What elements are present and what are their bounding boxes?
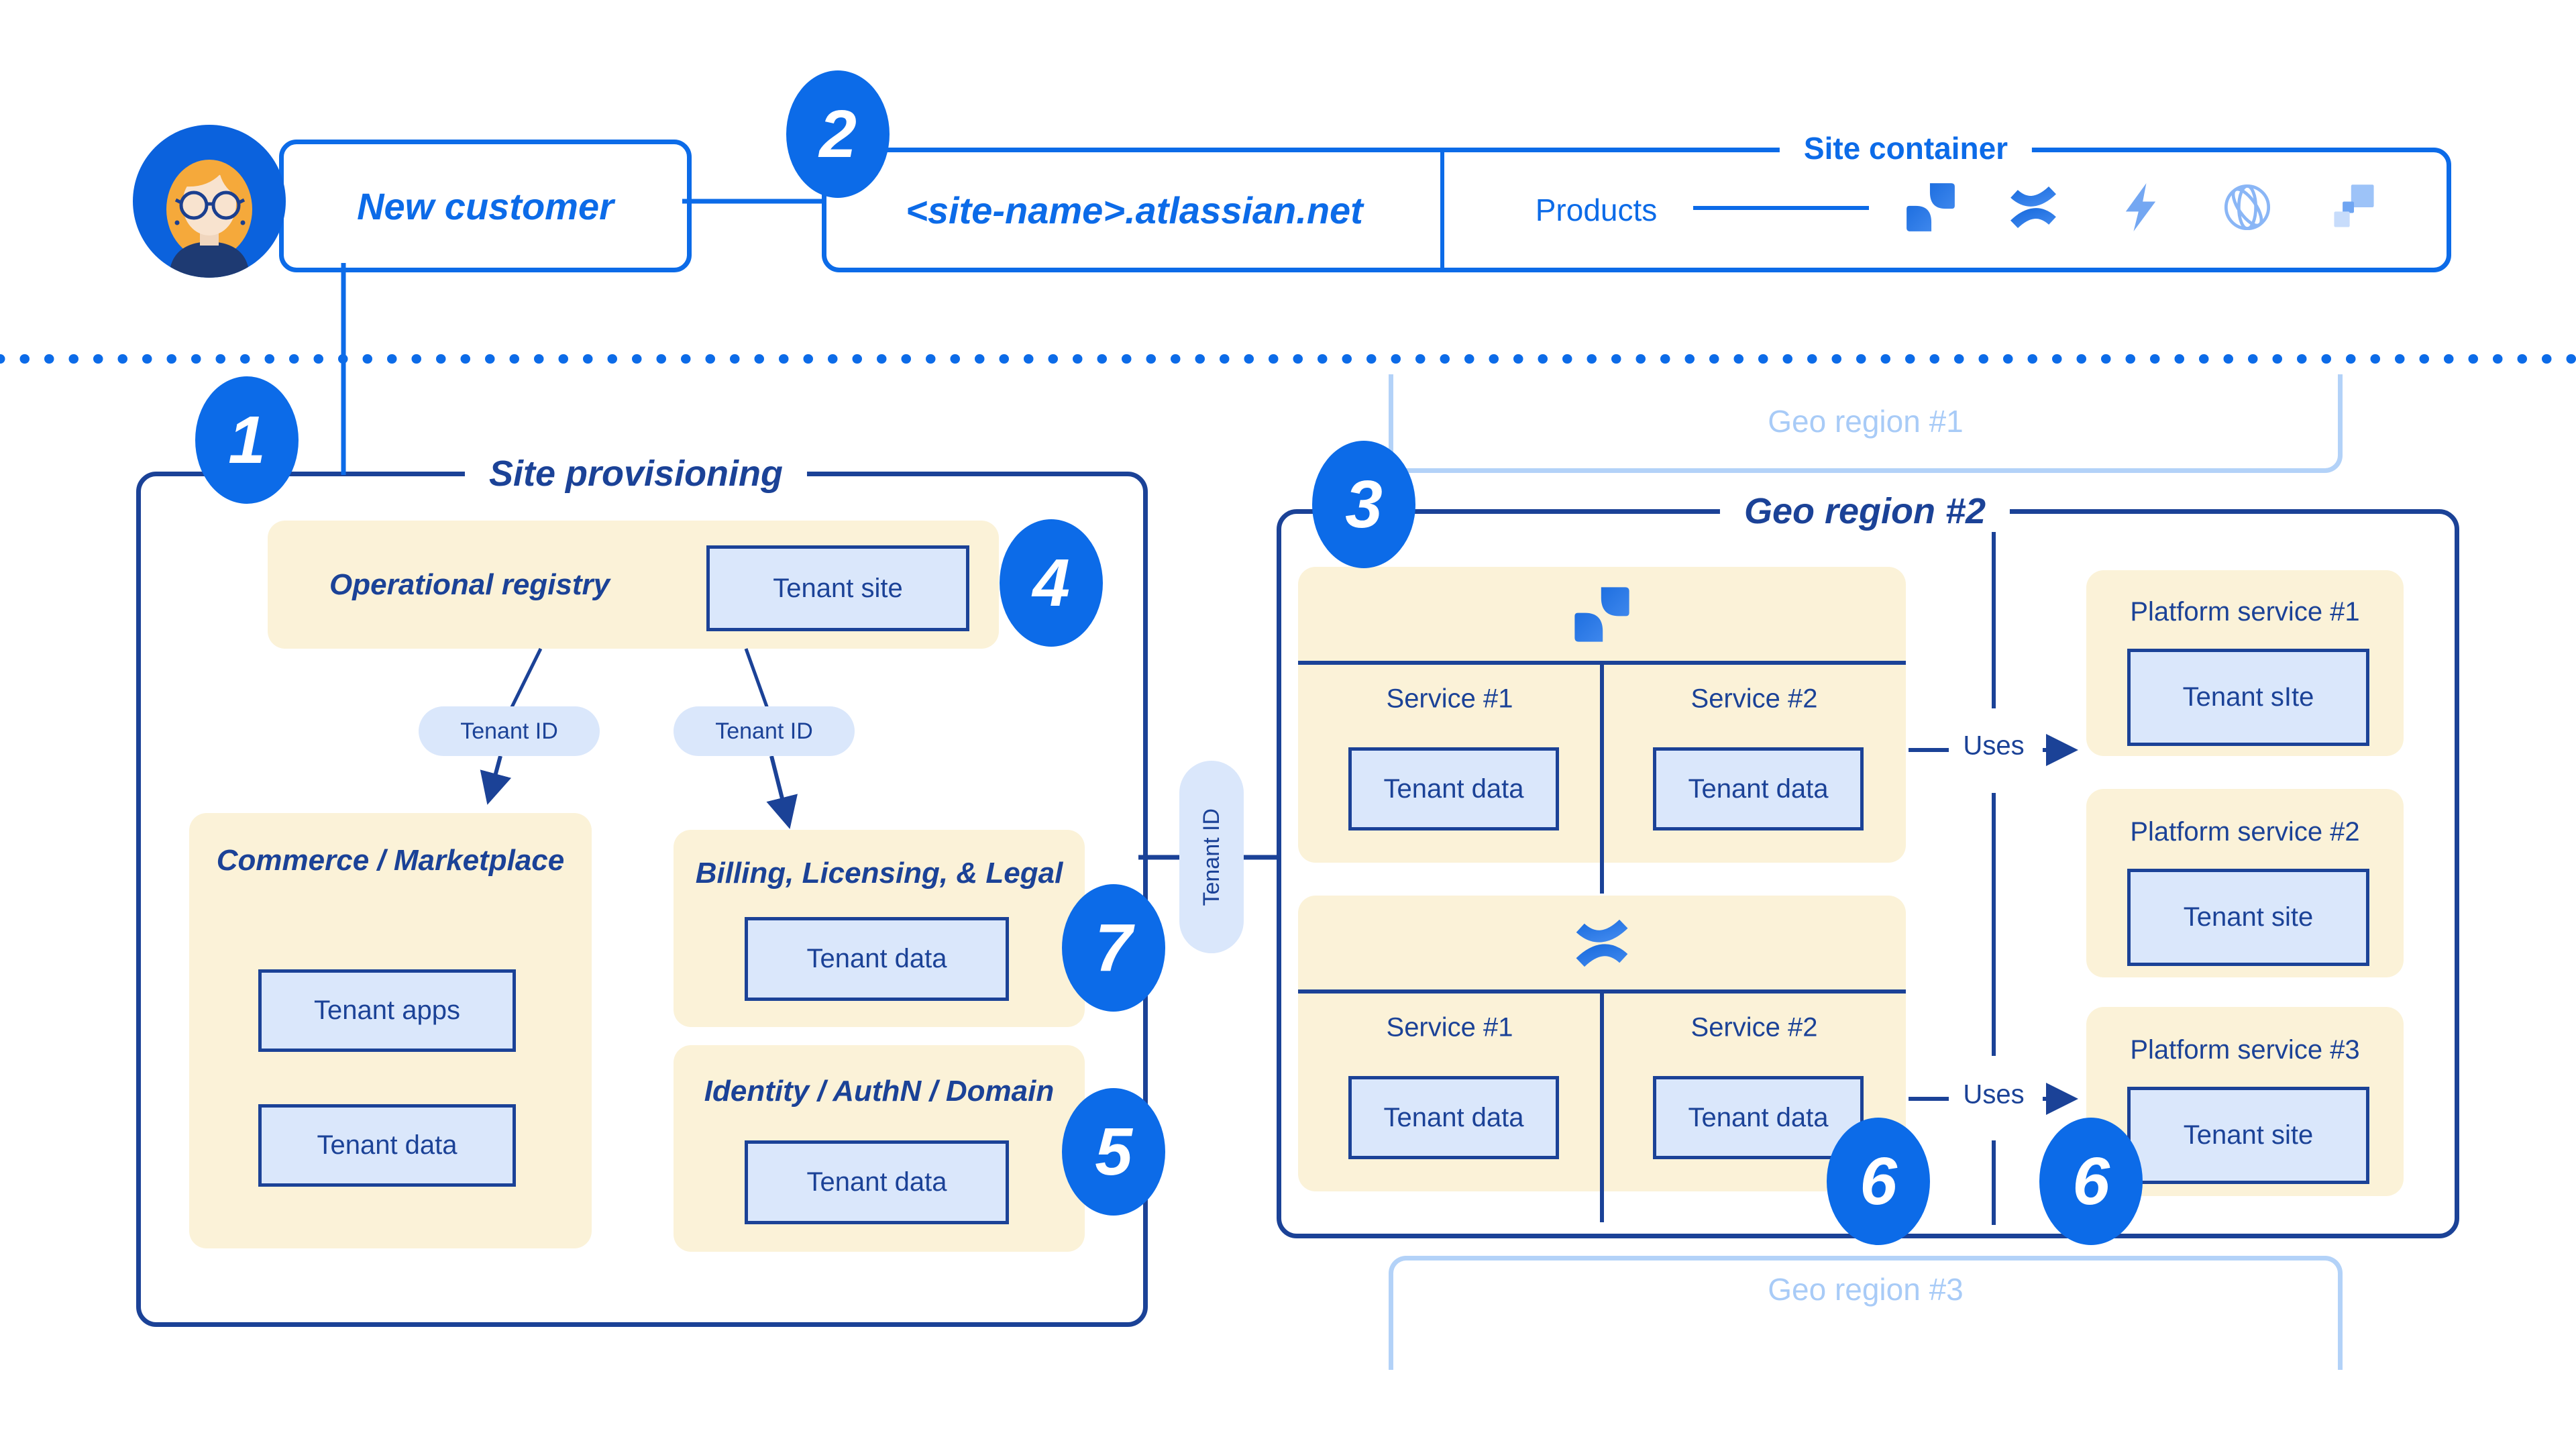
step-badge-7: 7 xyxy=(1062,884,1165,1012)
geo-region-2-title: Geo region #2 xyxy=(1719,490,2010,532)
platform-service-2-box: Platform service #2 Tenant site xyxy=(2086,789,2404,977)
platform-service-1-box: Platform service #1 Tenant sIte xyxy=(2086,570,2404,756)
identity-title: Identity / AuthN / Domain xyxy=(704,1075,1055,1108)
products-label-wrap: Products xyxy=(1511,152,1682,268)
confluence-icon xyxy=(1573,914,1631,972)
tenant-site-box: Tenant site xyxy=(2127,869,2369,966)
uses-label: Uses xyxy=(1963,1079,2025,1110)
tenant-data-box: Tenant data xyxy=(1348,747,1559,830)
operational-registry-box: Operational registry Tenant site xyxy=(268,521,999,649)
billing-title: Billing, Licensing, & Legal xyxy=(695,857,1063,890)
geo-region-1-box: Geo region #1 xyxy=(1389,374,2343,473)
tenant-apps-box: Tenant apps xyxy=(258,969,516,1052)
step-badge-6: 6 xyxy=(2039,1118,2143,1245)
tenant-id-connector-label: Tenant ID xyxy=(1198,808,1224,906)
billing-licensing-legal-box: Billing, Licensing, & Legal Tenant data xyxy=(674,830,1085,1027)
uses-label: Uses xyxy=(1963,731,2025,761)
service-label: Service #2 xyxy=(1690,684,1818,714)
identity-authn-domain-box: Identity / AuthN / Domain Tenant data xyxy=(674,1045,1085,1252)
tenant-data-box: Tenant data xyxy=(1653,1076,1864,1159)
geo-region-3-label: Geo region #3 xyxy=(1768,1272,1964,1307)
step-badge-4: 4 xyxy=(1000,519,1103,647)
service-label: Service #1 xyxy=(1386,684,1513,714)
step-badge-5: 5 xyxy=(1062,1088,1165,1216)
operational-registry-title: Operational registry xyxy=(329,568,610,601)
tenant-site-box: Tenant sIte xyxy=(2127,649,2369,746)
site-container-divider xyxy=(1440,152,1444,268)
tenant-data-box: Tenant data xyxy=(1348,1076,1559,1159)
tenant-site-box: Tenant site xyxy=(2127,1087,2369,1184)
customer-avatar-icon xyxy=(133,125,286,278)
site-container-title: Site container xyxy=(1779,130,2033,166)
products-label: Products xyxy=(1535,193,1658,227)
commerce-marketplace-box: Commerce / Marketplace Tenant apps Tenan… xyxy=(189,813,592,1248)
service-label: Service #2 xyxy=(1690,1012,1818,1042)
step-badge-2: 2 xyxy=(786,70,890,198)
commerce-title: Commerce / Marketplace xyxy=(216,844,565,877)
site-container-box: <site-name>.atlassian.net Products xyxy=(822,148,2451,272)
tenant-data-box: Tenant data xyxy=(745,1140,1009,1224)
site-url-label: <site-name>.atlassian.net xyxy=(906,189,1363,231)
tenant-data-box: Tenant data xyxy=(745,917,1009,1001)
jira-icon xyxy=(1573,586,1631,643)
tenant-data-box: Tenant data xyxy=(1653,747,1864,830)
tenant-id-connector-pill: Tenant ID xyxy=(1179,761,1244,953)
step-badge-6: 6 xyxy=(1827,1118,1930,1245)
platform-service-title: Platform service #3 xyxy=(2130,1035,2360,1065)
tenant-site-box: Tenant site xyxy=(706,545,969,631)
products-rule xyxy=(1693,206,1869,210)
geo-region-1-label: Geo region #1 xyxy=(1768,404,1964,439)
geo-region-3-box: Geo region #3 xyxy=(1389,1256,2343,1370)
site-url: <site-name>.atlassian.net xyxy=(826,152,1442,268)
tenant-id-pill: Tenant ID xyxy=(419,706,600,756)
new-customer-label: New customer xyxy=(357,184,614,227)
service-label: Service #1 xyxy=(1386,1012,1513,1042)
tenant-data-box: Tenant data xyxy=(258,1104,516,1187)
tenant-id-pill: Tenant ID xyxy=(674,706,855,756)
new-customer-box: New customer xyxy=(279,140,692,272)
step-badge-1: 1 xyxy=(195,376,299,504)
step-badge-3: 3 xyxy=(1312,441,1415,568)
platform-service-title: Platform service #1 xyxy=(2130,597,2360,627)
site-provisioning-title: Site provisioning xyxy=(464,453,808,494)
platform-service-title: Platform service #2 xyxy=(2130,817,2360,847)
